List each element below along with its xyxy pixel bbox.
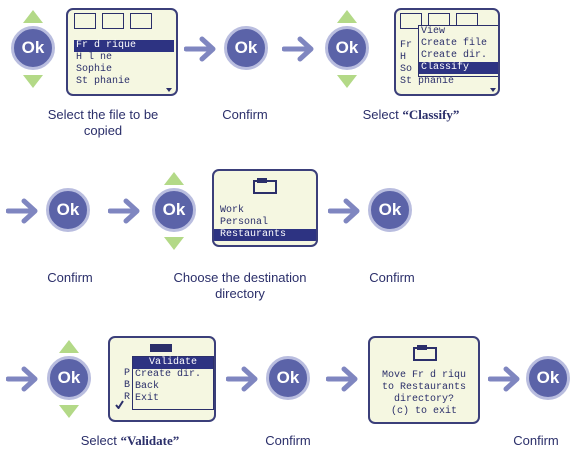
- caption-confirm: Confirm: [222, 107, 268, 122]
- caption-bold-text: “Validate”: [120, 433, 180, 448]
- message-line: (c) to exit: [390, 406, 457, 417]
- tab-icon-1: [74, 13, 96, 29]
- arrow-right-icon: [6, 198, 38, 224]
- list-item[interactable]: Sophie: [76, 64, 113, 75]
- down-arrow-icon[interactable]: [23, 75, 43, 88]
- list-item[interactable]: Personal: [220, 217, 269, 228]
- folder-icon: [413, 345, 437, 361]
- list-item[interactable]: Restaurants: [214, 229, 316, 241]
- menu-item-view[interactable]: View: [421, 26, 446, 37]
- list-item: So: [400, 64, 413, 75]
- background-list: Fr H So St phanie: [400, 40, 454, 88]
- arrow-right-icon: [108, 198, 140, 224]
- arrow-right-icon: [282, 36, 314, 62]
- scroll-down-icon: [166, 88, 172, 92]
- down-arrow-icon[interactable]: [164, 237, 184, 250]
- caption-confirm: Confirm: [265, 433, 311, 448]
- list-item: St phanie: [400, 76, 455, 87]
- nav-key-2[interactable]: Ok: [324, 10, 370, 88]
- tab-icon-3: [130, 13, 152, 29]
- list-item: B: [124, 380, 131, 391]
- ok-button[interactable]: Ok: [266, 356, 310, 400]
- menu-item-back[interactable]: Back: [135, 381, 160, 392]
- up-arrow-icon[interactable]: [23, 10, 43, 23]
- caption-bold-text: “Classify”: [402, 107, 460, 122]
- list-item[interactable]: St phanie: [76, 76, 131, 87]
- ok-button[interactable]: Ok: [152, 188, 196, 232]
- menu-item-validate[interactable]: Validate: [133, 357, 213, 369]
- tab-icon-1: [400, 13, 422, 29]
- arrow-right-icon: [326, 366, 358, 392]
- options-menu: View Create file Create dir. Classify: [418, 25, 498, 77]
- arrow-right-icon: [328, 198, 360, 224]
- caption-select-validate: Select “Validate”: [80, 433, 180, 448]
- up-arrow-icon[interactable]: [337, 10, 357, 23]
- menu-item-create-dir[interactable]: Create dir.: [421, 50, 488, 61]
- up-arrow-icon[interactable]: [164, 172, 184, 185]
- phone-screen-directory-list: Work Personal Restaurants: [212, 169, 318, 247]
- nav-key-3[interactable]: Ok: [151, 172, 197, 250]
- arrow-right-icon: [184, 36, 216, 62]
- ok-button[interactable]: Ok: [526, 356, 570, 400]
- list-item: R: [124, 392, 131, 403]
- list-item: P: [124, 368, 131, 379]
- ok-button[interactable]: Ok: [47, 356, 91, 400]
- down-arrow-icon[interactable]: [59, 405, 79, 418]
- checkmark-icon: [115, 400, 124, 409]
- file-list: Fr d rique H l ne Sophie St phanie: [74, 40, 174, 88]
- ok-button[interactable]: Ok: [368, 188, 412, 232]
- ok-button[interactable]: Ok: [325, 26, 369, 70]
- list-item[interactable]: Work: [220, 205, 245, 216]
- caption-select-file: Select the file to be copied: [47, 107, 159, 138]
- list-item: H: [400, 52, 407, 63]
- tab-icon-2: [102, 13, 124, 29]
- nav-key-4[interactable]: Ok: [46, 340, 92, 418]
- message-line: directory?: [393, 394, 454, 405]
- caption-confirm: Confirm: [47, 270, 93, 285]
- ok-button[interactable]: Ok: [46, 188, 90, 232]
- menu-item-classify[interactable]: Classify: [419, 62, 498, 74]
- list-item[interactable]: H l ne: [76, 52, 113, 63]
- directory-list: Work Personal Restaurants: [214, 205, 316, 241]
- caption-select-classify: Select “Classify”: [362, 107, 460, 122]
- menu-item-create-file[interactable]: Create file: [421, 38, 488, 49]
- nav-key-1[interactable]: Ok: [10, 10, 56, 88]
- confirm-message: Move Fr d riqu to Restaurants directory?…: [370, 370, 478, 418]
- phone-screen-options: Fr H So St phanie View Create file Creat…: [394, 8, 500, 96]
- caption-confirm: Confirm: [513, 433, 559, 448]
- ok-button[interactable]: Ok: [224, 26, 268, 70]
- arrow-right-icon: [6, 366, 38, 392]
- arrow-right-icon: [488, 366, 520, 392]
- folder-icon: [253, 178, 277, 194]
- caption-choose-directory: Choose the destination directory: [173, 270, 307, 301]
- list-item: Fr: [400, 40, 413, 51]
- menu-item-create-dir[interactable]: Create dir.: [135, 369, 202, 380]
- scroll-down-icon: [490, 88, 496, 92]
- up-arrow-icon[interactable]: [59, 340, 79, 353]
- phone-screen-validate-menu: P B R Validate Create dir. Back Exit: [108, 336, 216, 422]
- menu-item-exit[interactable]: Exit: [135, 393, 160, 404]
- message-line: Move Fr d riqu: [381, 370, 466, 381]
- phone-screen-confirm-move: Move Fr d riqu to Restaurants directory?…: [368, 336, 480, 424]
- ok-button[interactable]: Ok: [11, 26, 55, 70]
- message-line: to Restaurants: [381, 382, 466, 393]
- list-item[interactable]: Fr d rique: [74, 40, 174, 52]
- arrow-right-icon: [226, 366, 258, 392]
- phone-screen-file-list: Fr d rique H l ne Sophie St phanie: [66, 8, 178, 96]
- validate-menu: Validate Create dir. Back Exit: [132, 356, 214, 410]
- caption-confirm: Confirm: [369, 270, 415, 285]
- background-list: P B R: [114, 368, 130, 404]
- folder-icon: [150, 344, 172, 352]
- down-arrow-icon[interactable]: [337, 75, 357, 88]
